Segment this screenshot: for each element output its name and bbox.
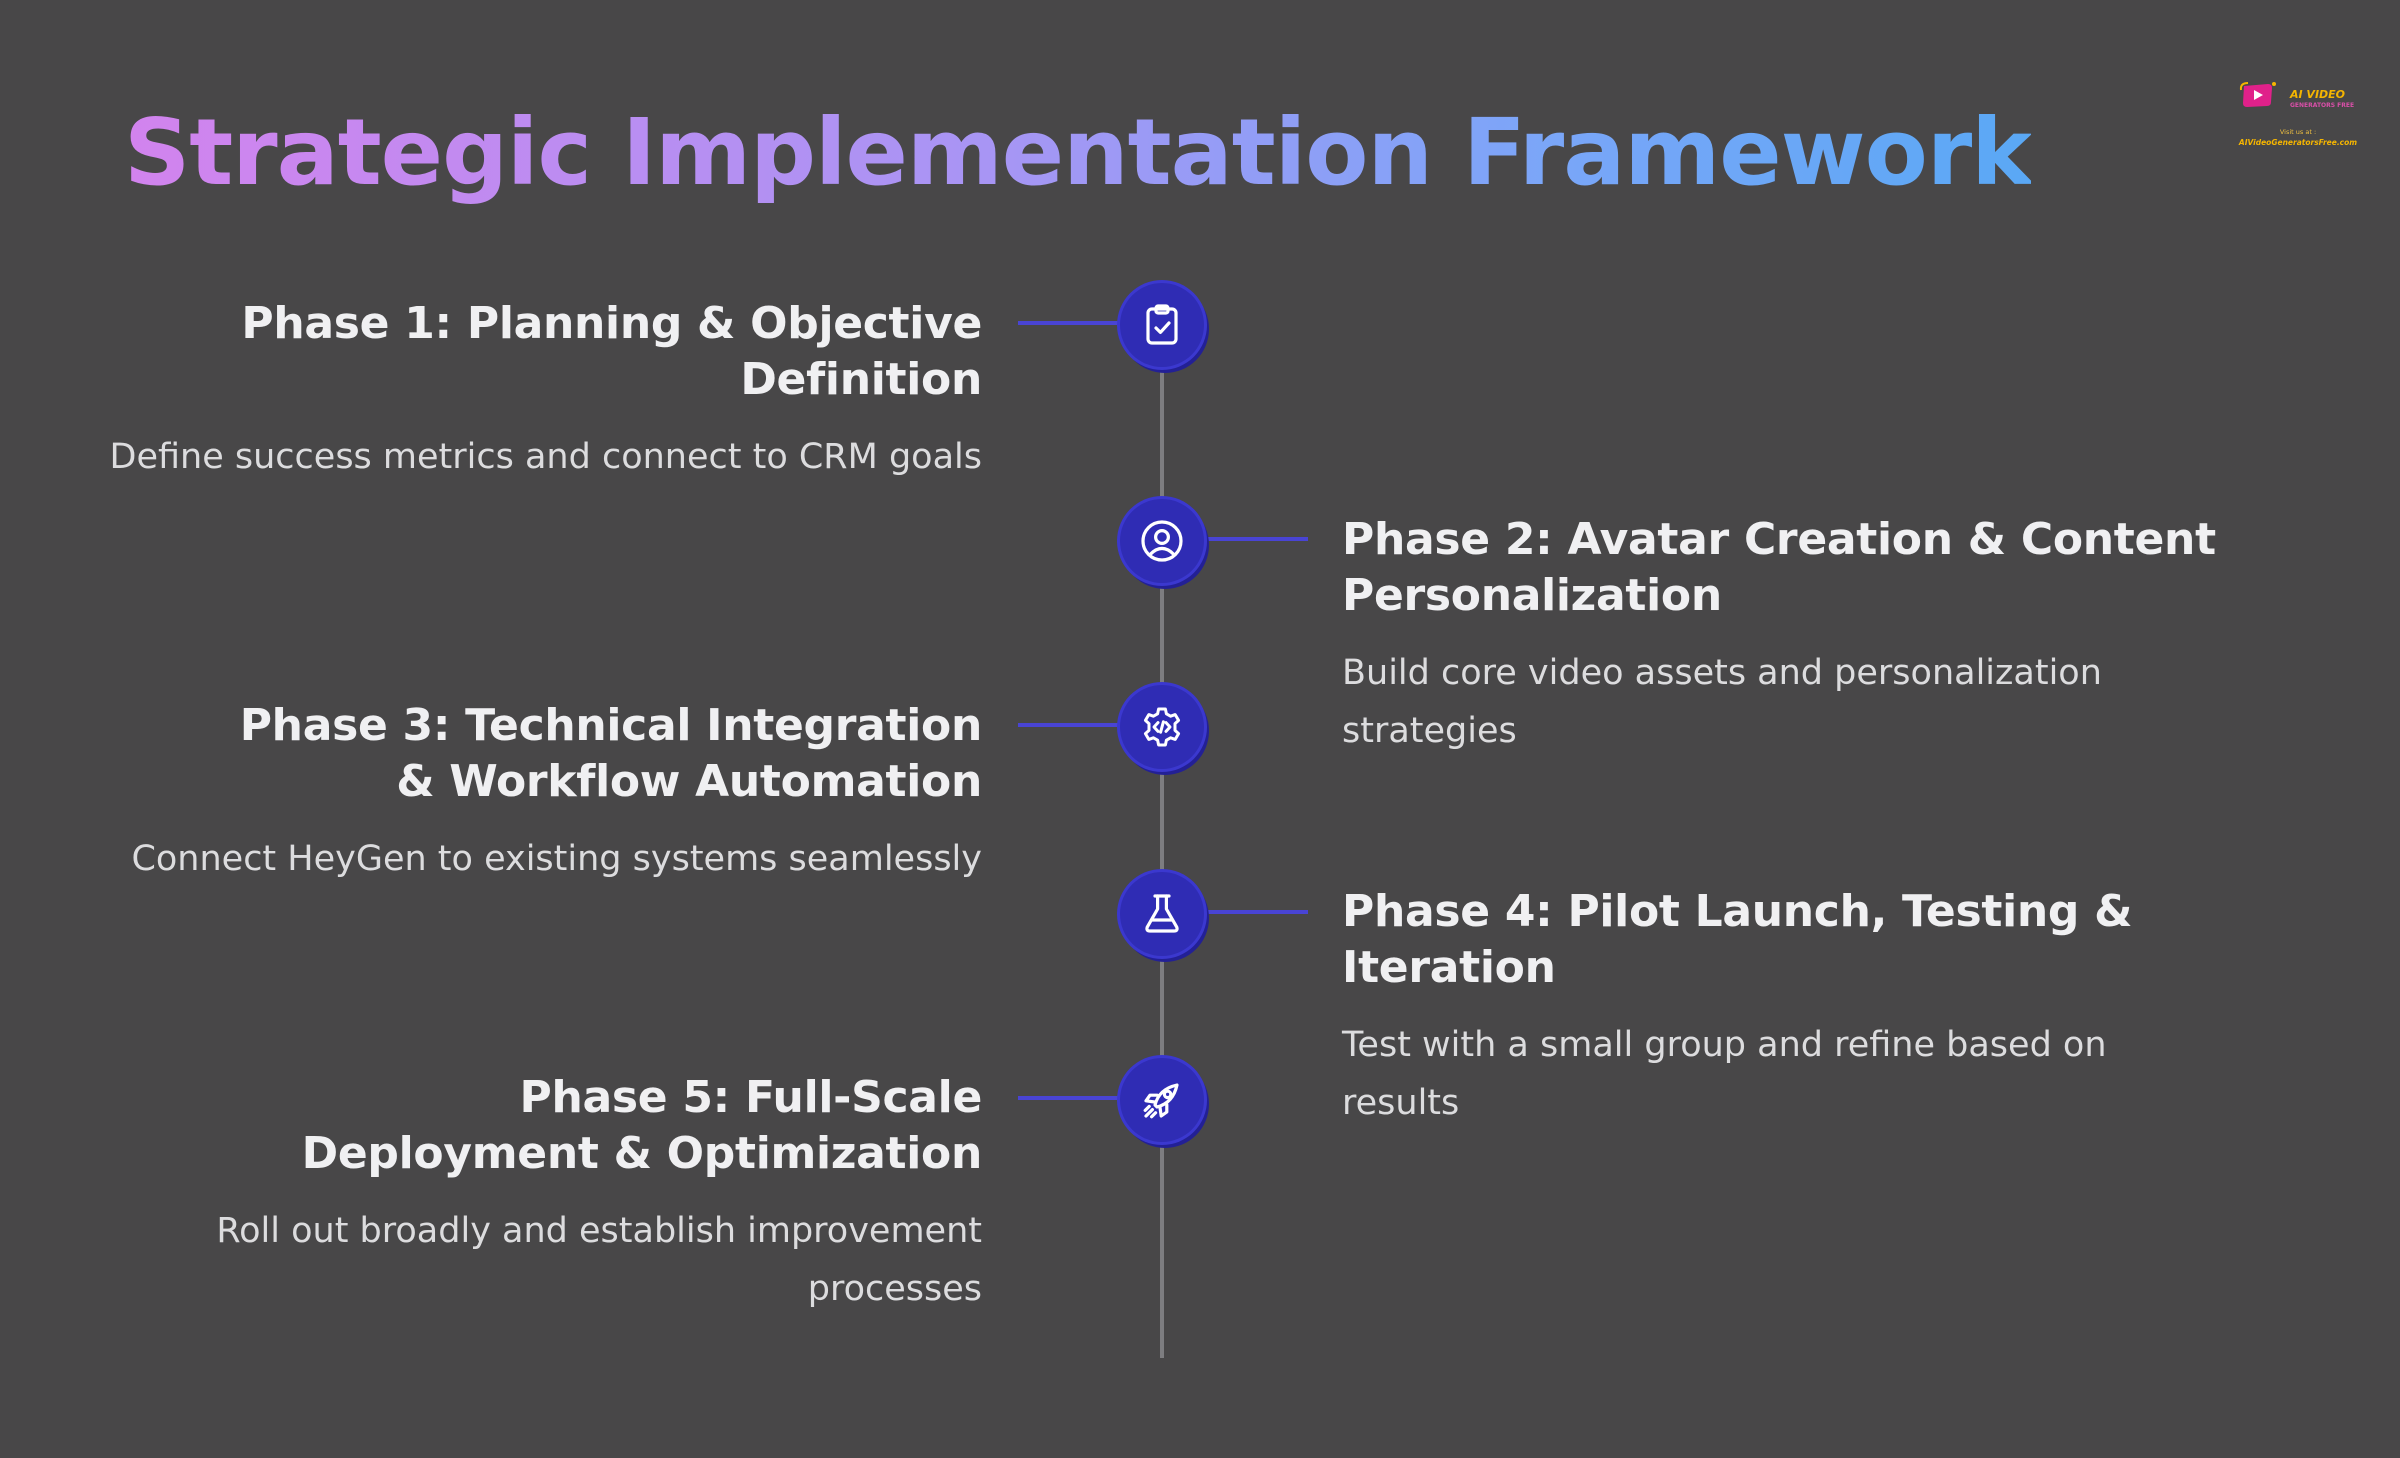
- video-play-logo-icon: [2239, 82, 2276, 107]
- brand-logo[interactable]: AI VIDEO GENERATORS FREE Visit us at : A…: [2228, 72, 2368, 154]
- phase-3-node: [1120, 685, 1204, 769]
- phase-4-title: Phase 4: Pilot Launch, Testing & Iterati…: [1342, 886, 2133, 993]
- phase-2-description: Build core video assets and personalizat…: [1342, 653, 2102, 751]
- page-title: Strategic Implementation Framework: [124, 99, 2032, 206]
- phase-1-node: [1120, 283, 1204, 367]
- phase-2-connector: [1180, 537, 1308, 541]
- phase-2-title: Phase 2: Avatar Creation & Content Perso…: [1342, 514, 2216, 621]
- gear-code-icon: [1143, 707, 1181, 747]
- phase-3-title: Phase 3: Technical Integration & Workflo…: [239, 700, 983, 807]
- phase-1-description: Define success metrics and connect to CR…: [109, 437, 982, 477]
- phase-3-description: Connect HeyGen to existing systems seaml…: [131, 839, 982, 879]
- phase-4-node: [1120, 872, 1204, 956]
- logo-url: AIVideoGeneratorsFree.com: [2238, 138, 2358, 147]
- logo-name: AI VIDEO: [2290, 88, 2346, 101]
- logo-subtitle: GENERATORS FREE: [2290, 102, 2355, 109]
- phase-5-connector: [1018, 1096, 1144, 1100]
- timeline-spine: [1160, 326, 1164, 1358]
- phase-5-description: Roll out broadly and establish improveme…: [216, 1211, 982, 1309]
- phase-2-node: [1120, 499, 1204, 583]
- phase-5-node: [1120, 1058, 1204, 1142]
- phase-5-title: Phase 5: Full-Scale Deployment & Optimiz…: [301, 1072, 983, 1179]
- phase-4-connector: [1180, 910, 1308, 914]
- clipboard-check-icon: [1146, 304, 1178, 345]
- phase-1-connector: [1018, 321, 1144, 325]
- rocket-icon: [1143, 1083, 1179, 1119]
- flask-icon: [1145, 894, 1179, 933]
- phase-1-title: Phase 1: Planning & Objective Definition: [241, 298, 982, 405]
- user-circle-icon: [1141, 520, 1183, 562]
- logo-visit-label: Visit us at :: [2279, 128, 2317, 136]
- phase-3-connector: [1018, 723, 1144, 727]
- phase-4-description: Test with a small group and refine based…: [1342, 1025, 2107, 1123]
